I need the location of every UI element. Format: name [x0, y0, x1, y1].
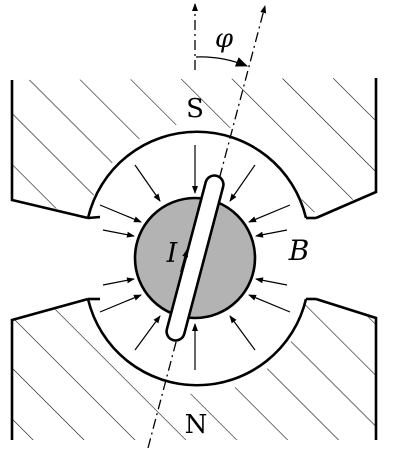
field-arrow: [229, 164, 256, 202]
field-arrow: [134, 164, 161, 202]
south-pole-outline: [10, 78, 378, 220]
field-arrow: [134, 315, 161, 351]
angle-arc: [195, 56, 248, 67]
field-label: B: [288, 234, 310, 267]
upper-pole-face: [86, 130, 308, 219]
field-arrow: [102, 277, 135, 286]
angle-label: φ: [215, 24, 234, 54]
current-arrow: [180, 249, 189, 273]
field-arrow: [248, 204, 291, 223]
field-arrow: [248, 294, 291, 313]
field-arrow: [102, 229, 135, 238]
field-arrow: [99, 294, 142, 313]
field-arrow: [99, 204, 142, 223]
field-lines: [99, 145, 291, 370]
field-arrow: [255, 277, 288, 286]
north-label: N: [185, 410, 208, 440]
current-label: I: [166, 238, 179, 269]
lower-pole-face: [86, 298, 308, 387]
north-pole-outline: [10, 297, 378, 440]
south-label: S: [186, 94, 204, 124]
field-arrow: [255, 229, 288, 238]
field-arrow: [229, 315, 256, 351]
